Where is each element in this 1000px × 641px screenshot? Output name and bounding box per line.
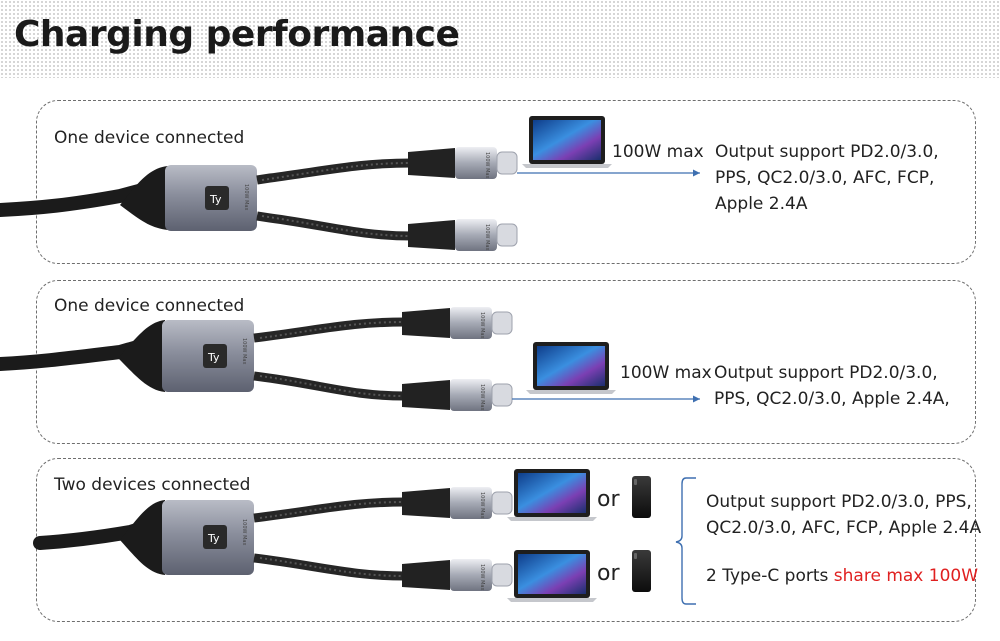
panel-label: One device connected bbox=[54, 296, 245, 316]
svg-text:100W Max: 100W Max bbox=[479, 312, 485, 338]
ty-logo-icon bbox=[203, 344, 227, 368]
svg-text:Ty: Ty bbox=[207, 351, 220, 364]
panel-label: One device connected bbox=[54, 128, 245, 148]
cable-illustration-1: Ty 100W Max 100W Max 100W Max bbox=[0, 147, 518, 251]
svg-text:Ty: Ty bbox=[209, 193, 222, 206]
or-label: or bbox=[597, 561, 620, 586]
header-band bbox=[0, 0, 1000, 78]
phone-icon bbox=[632, 476, 651, 518]
svg-text:Ty: Ty bbox=[207, 532, 220, 545]
power-label: 100W max bbox=[612, 142, 704, 162]
ty-logo-icon bbox=[205, 186, 229, 210]
phone-icon bbox=[632, 550, 651, 592]
output-support-text: Output support PD2.0/3.0, PPS, QC2.0/3.0… bbox=[706, 492, 982, 538]
svg-text:100W Max: 100W Max bbox=[479, 384, 485, 410]
cable-illustration-3: Ty 100W Max 100W Max 100W Max bbox=[33, 487, 513, 591]
or-label: or bbox=[597, 487, 620, 512]
output-support-text: Output support PD2.0/3.0, PPS, QC2.0/3.0… bbox=[714, 363, 950, 409]
share-highlight: share max 100W bbox=[833, 566, 979, 586]
svg-text:100W Max: 100W Max bbox=[484, 152, 490, 178]
share-power-text: 2 Type-C ports share max 100W bbox=[706, 566, 979, 586]
output-support-text: Output support PD2.0/3.0, PPS, QC2.0/3.0… bbox=[715, 142, 939, 214]
power-label: 100W max bbox=[620, 363, 712, 383]
laptop-icon bbox=[526, 342, 616, 394]
svg-text:100W Max: 100W Max bbox=[479, 564, 485, 590]
svg-text:100W Max: 100W Max bbox=[243, 184, 249, 210]
svg-text:100W Max: 100W Max bbox=[241, 519, 247, 545]
bracket-icon bbox=[675, 477, 696, 605]
svg-text:100W Max: 100W Max bbox=[479, 492, 485, 518]
laptop-icon bbox=[522, 116, 612, 168]
svg-text:100W Max: 100W Max bbox=[484, 224, 490, 250]
cable-illustration-2: Ty 100W Max 100W Max 100W Max bbox=[0, 307, 513, 411]
ty-logo-icon bbox=[203, 525, 227, 549]
panel-label: Two devices connected bbox=[54, 475, 251, 495]
page-title: Charging performance bbox=[14, 14, 460, 55]
svg-text:100W Max: 100W Max bbox=[241, 338, 247, 364]
laptop-icon bbox=[507, 469, 597, 521]
laptop-icon bbox=[507, 550, 597, 602]
